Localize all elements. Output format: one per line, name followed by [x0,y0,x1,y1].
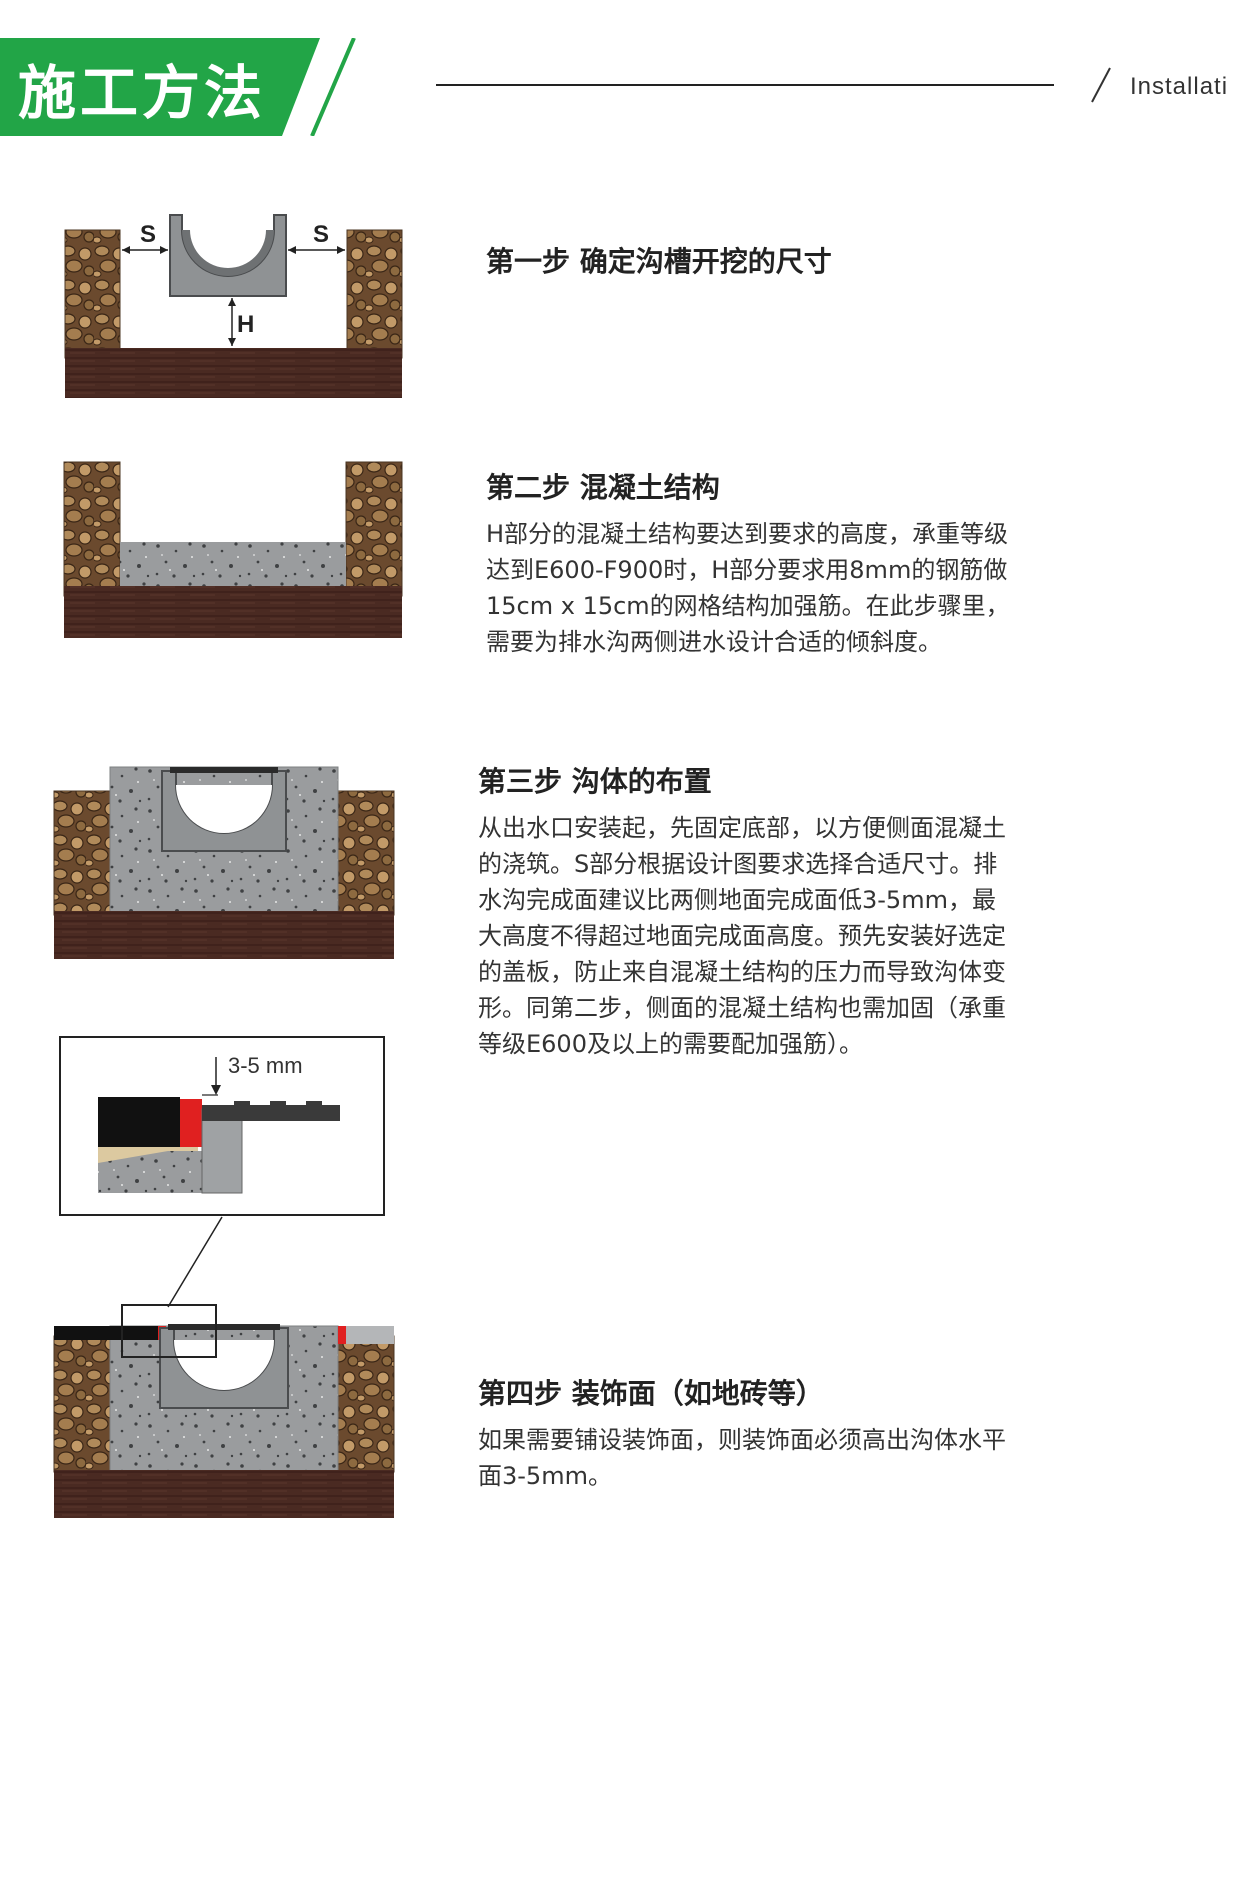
page-subtitle: Installati [1130,73,1229,100]
header-rule [436,84,1054,86]
page-title: 施工方法 [18,59,267,127]
callout-connector [167,1216,223,1308]
step-3: 第三步 沟体的布置 从出水口安装起，先固定底部，以方便侧面混凝土的浇筑。S部分根… [478,760,1008,1062]
step-4-title: 第四步 装饰面（如地砖等） [478,1377,824,1410]
dim-label-s-right: S [313,221,329,248]
slash-divider [1091,67,1111,103]
title-banner [0,38,390,136]
dim-label-s-left: S [140,221,156,248]
detail-callout: 3-5 mm [59,1036,385,1216]
figure-step3-placement [53,766,395,959]
step-4: 第四步 装饰面（如地砖等） 如果需要铺设装饰面，则装饰面必须高出沟体水平面3-5… [478,1372,1008,1494]
step-2-title: 第二步 混凝土结构 [486,471,720,504]
step-4-body: 如果需要铺设装饰面，则装饰面必须高出沟体水平面3-5mm。 [478,1426,1006,1490]
step-2: 第二步 混凝土结构 H部分的混凝土结构要达到要求的高度，承重等级达到E600-F… [486,466,1016,660]
figure-step2-concrete [63,461,403,638]
step-1-title: 第一步 确定沟槽开挖的尺寸 [486,245,832,278]
figure-step4-finish [53,1304,395,1518]
callout-dimension-label: 3-5 mm [228,1053,303,1078]
figure-step1-trench: S S H [64,214,403,398]
step-3-title: 第三步 沟体的布置 [478,765,712,798]
step-2-body: H部分的混凝土结构要达到要求的高度，承重等级达到E600-F900时，H部分要求… [486,520,1010,656]
step-1: 第一步 确定沟槽开挖的尺寸 [486,240,1026,290]
dim-label-h: H [237,311,254,338]
step-3-body: 从出水口安装起，先固定底部，以方便侧面混凝土的浇筑。S部分根据设计图要求选择合适… [478,814,1006,1058]
